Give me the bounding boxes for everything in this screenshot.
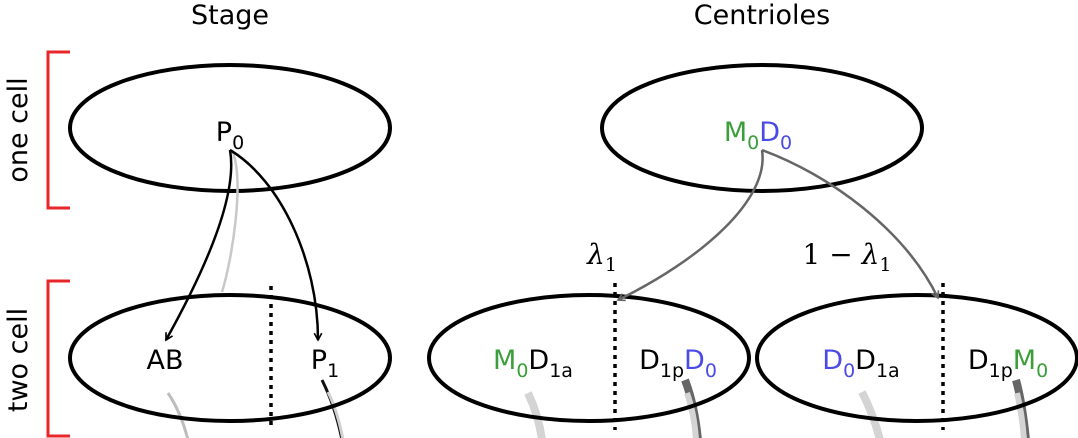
- right-d0d1a-label: D0D1a: [822, 345, 899, 382]
- arrow-to-left-two-cell: [618, 149, 764, 300]
- lineage-traces: [166, 378, 1030, 438]
- one-minus-lambda1-label: 1 − λ1: [803, 238, 892, 276]
- p0-trace: [220, 149, 239, 293]
- ab-label: AB: [147, 345, 184, 376]
- left-d1pd0-label: D1pD0: [639, 345, 717, 382]
- centrioles-header: Centrioles: [694, 0, 830, 31]
- left-m0d1a-label: M0D1a: [493, 345, 573, 382]
- centriole-two-cell-right-ellipse: [755, 293, 1078, 423]
- two-cell-label: two cell: [3, 308, 34, 412]
- p1-label: P1: [311, 345, 339, 382]
- arrow-p0-to-p1: [229, 148, 318, 340]
- arrow-p0-to-ab: [164, 149, 233, 340]
- centriole-one-cell-ellipse: [600, 63, 924, 193]
- two-cell-bracket: [46, 279, 70, 438]
- stage-two-cell-ellipse: [68, 293, 392, 423]
- p0-label: P0: [216, 117, 244, 154]
- stage-header: Stage: [191, 0, 269, 31]
- one-cell-label: one cell: [3, 77, 34, 182]
- right-d1pm0-label: D1pM0: [968, 345, 1048, 382]
- one-cell-bracket: [46, 50, 70, 210]
- arrow-to-right-two-cell: [761, 148, 938, 298]
- lambda1-label: λ1: [586, 238, 617, 276]
- m0d0-label: M0D0: [724, 117, 792, 154]
- stage-one-cell-ellipse: [68, 63, 392, 193]
- centriole-two-cell-left-ellipse: [427, 293, 751, 423]
